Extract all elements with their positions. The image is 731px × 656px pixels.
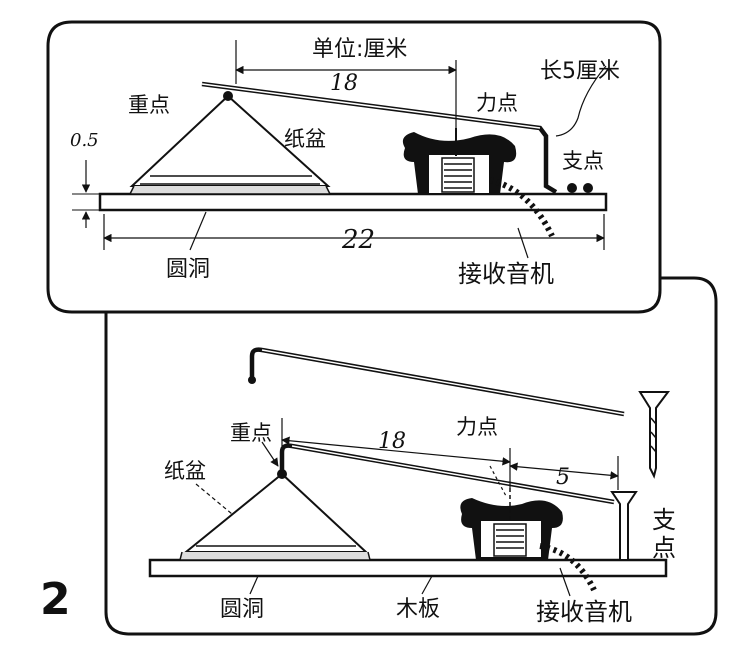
bottom-fulcrum-label-1: 支 <box>652 506 676 534</box>
top-weight-point-label: 重点 <box>128 93 170 117</box>
bottom-panel: 重点 力点 纸盆 支 点 圆洞 木板 接收音机 18 5 <box>104 276 718 636</box>
top-force-point-label: 力点 <box>476 91 518 115</box>
bottom-dimensions <box>195 418 619 597</box>
bottom-fulcrum-nail <box>610 491 638 561</box>
top-wood-base <box>98 192 608 212</box>
bottom-wood-board-label: 木板 <box>396 597 440 622</box>
bottom-round-hole-label: 圆洞 <box>220 597 264 622</box>
top-unit-label: 单位:厘米 <box>312 37 407 62</box>
top-round-hole-label: 圆洞 <box>166 257 210 282</box>
top-panel-frame <box>46 20 662 314</box>
bottom-force-point-label: 力点 <box>456 415 498 439</box>
bottom-dim-18: 18 <box>378 429 406 454</box>
bottom-panel-frame <box>104 276 718 636</box>
top-paper-cone <box>128 91 332 195</box>
top-receiver-label: 接收音机 <box>458 260 554 288</box>
bottom-nail <box>638 391 670 479</box>
bottom-receiver-label: 接收音机 <box>536 598 632 626</box>
top-dim-05: 0.5 <box>70 130 99 151</box>
figure-number: 2 <box>40 574 71 625</box>
bottom-paper-cone-label: 纸盆 <box>164 459 206 483</box>
top-fulcrum-label: 支点 <box>562 149 604 173</box>
top-length-label: 长5厘米 <box>540 59 620 84</box>
bottom-paper-cone <box>179 469 371 561</box>
top-dimensions <box>72 40 607 259</box>
bottom-fulcrum-label-2: 点 <box>652 534 676 562</box>
bottom-loose-lever <box>248 347 625 417</box>
top-receiver <box>402 128 593 238</box>
top-paper-cone-label: 纸盆 <box>284 127 326 151</box>
bottom-weight-point-label: 重点 <box>230 421 272 445</box>
bottom-wood-board <box>148 558 668 578</box>
top-panel: 单位:厘米 长5厘米 重点 力点 纸盆 支点 圆洞 接收音机 18 22 0.5 <box>46 20 662 314</box>
top-lever <box>201 81 558 194</box>
top-dim-22: 22 <box>341 225 375 255</box>
bottom-dim-5: 5 <box>556 465 570 490</box>
bottom-receiver <box>460 488 597 592</box>
top-dim-18: 18 <box>330 71 358 96</box>
